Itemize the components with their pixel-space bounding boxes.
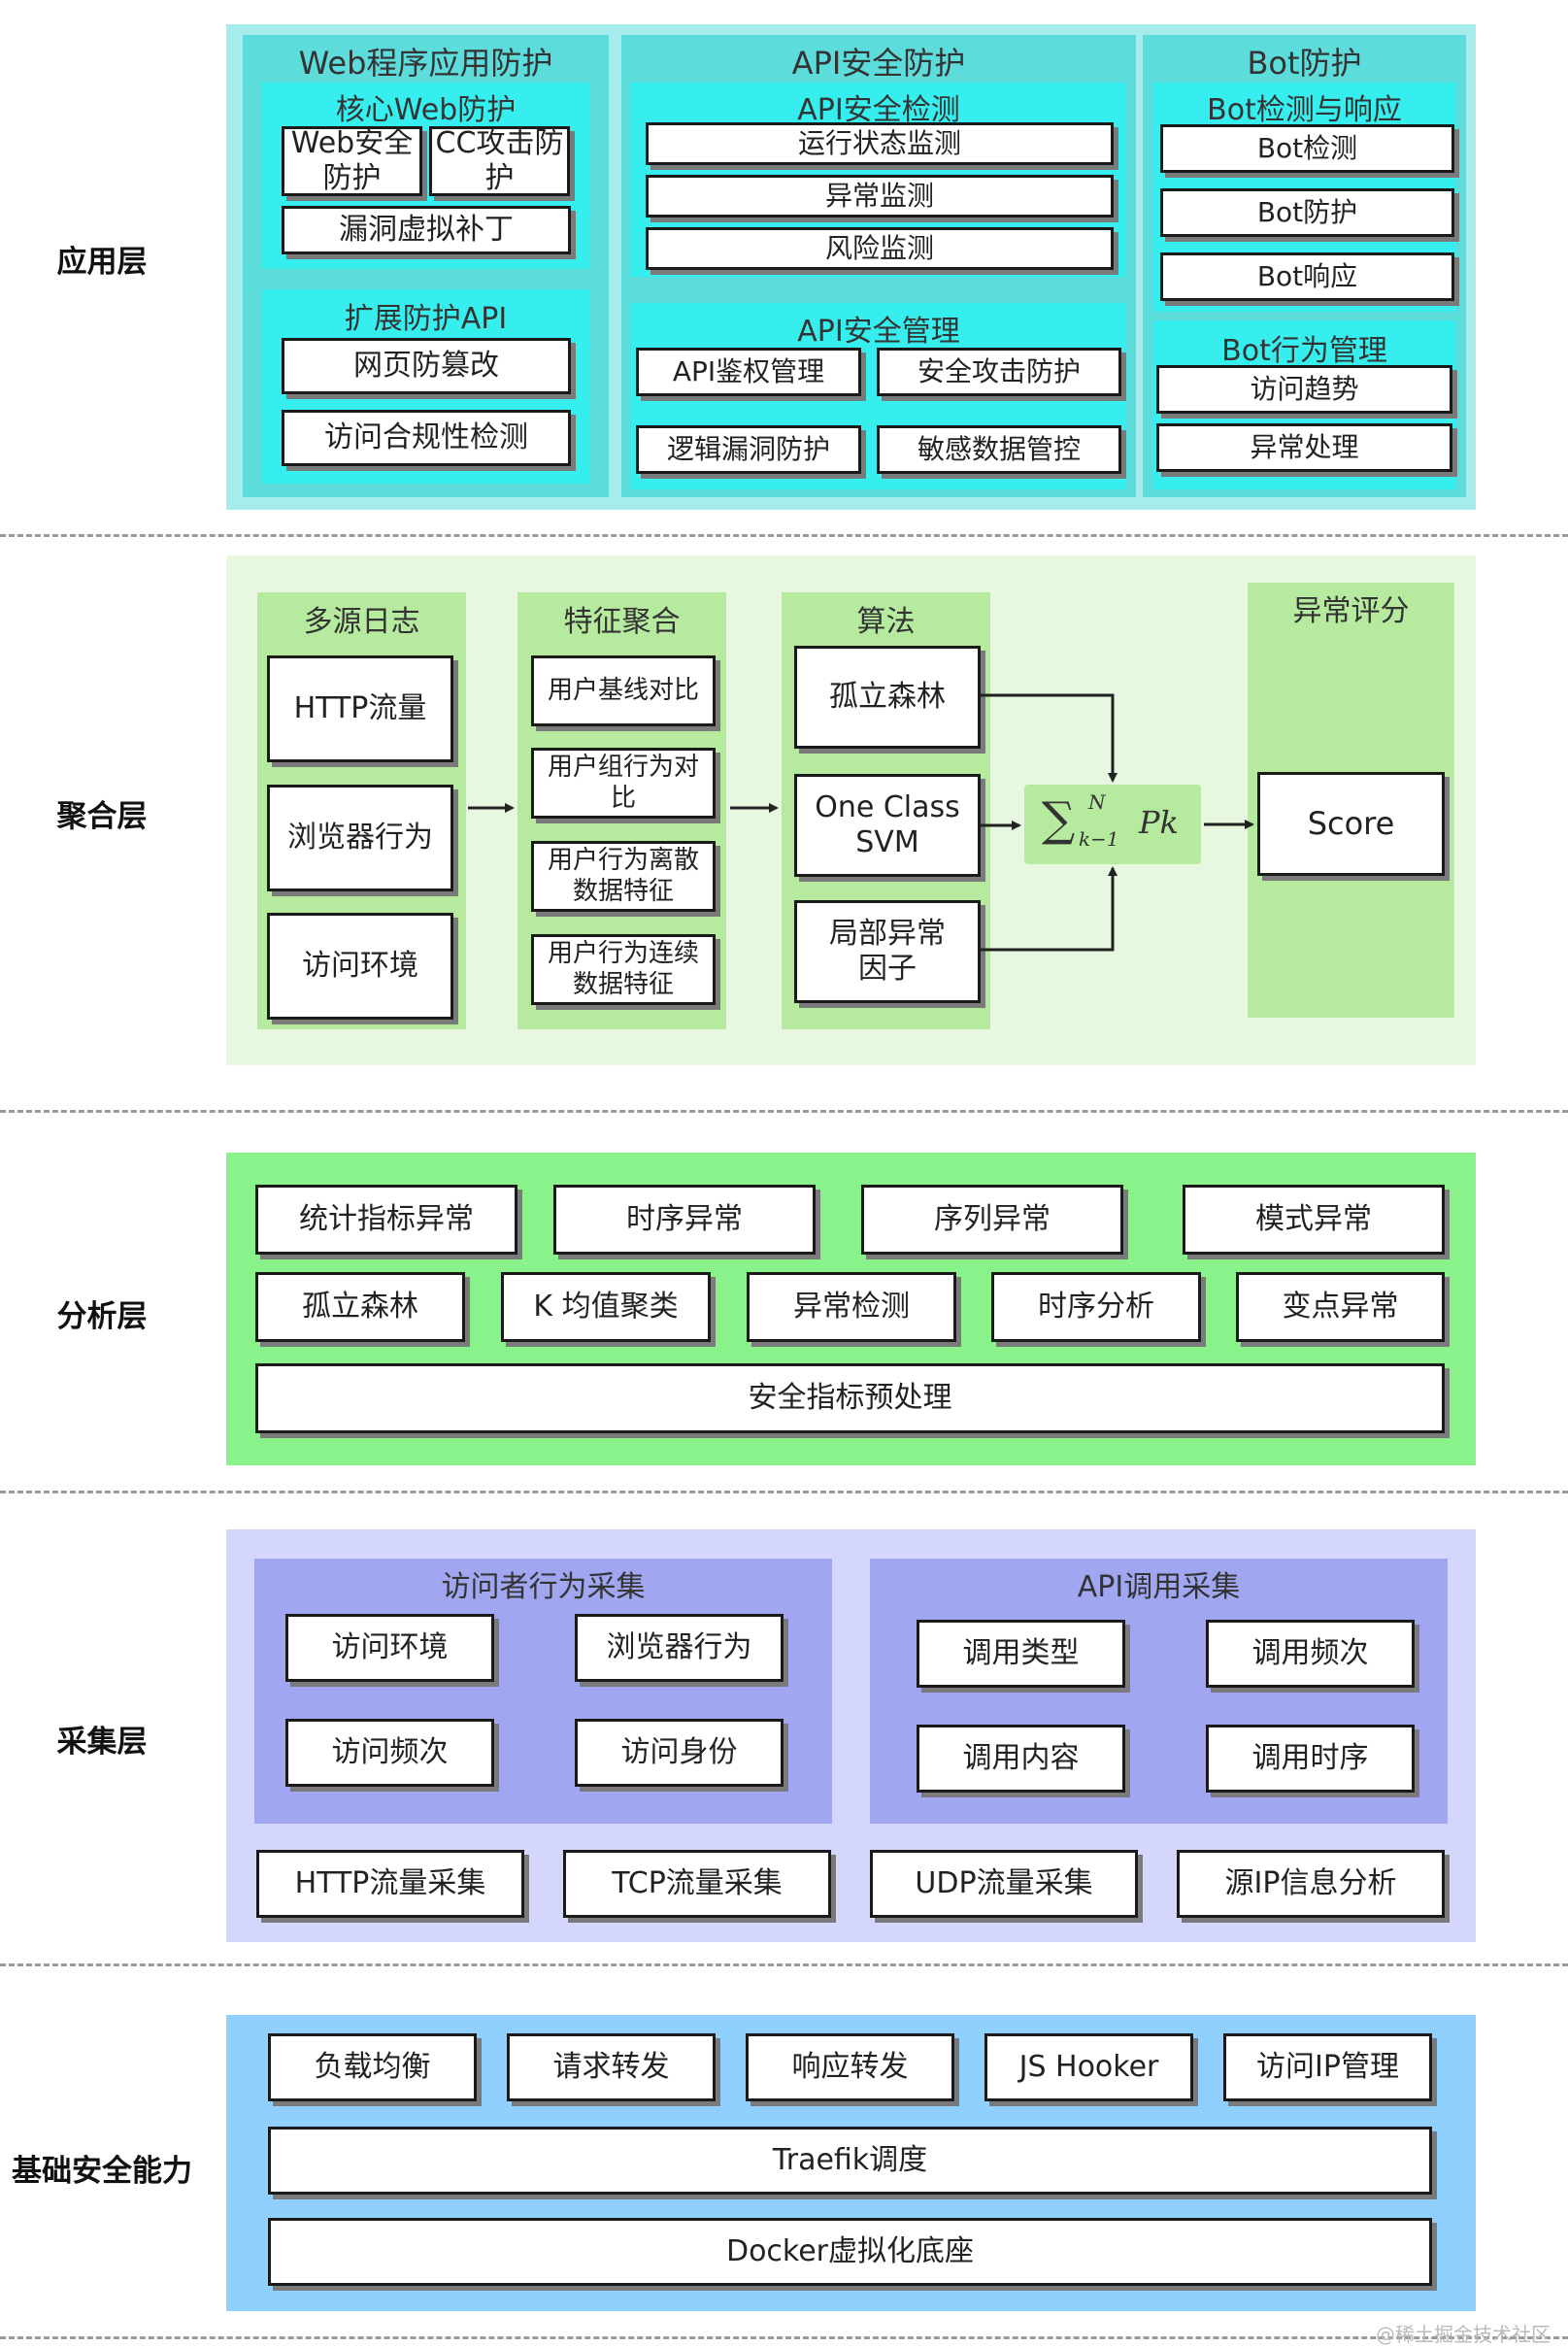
traefik-box: Traefik调度 [268, 2127, 1432, 2195]
timeseries-anomaly-box: 时序异常 [553, 1185, 816, 1255]
bot-protection-title: Bot防护 [1247, 45, 1362, 82]
formula-box: ∑ N k−1 Pk [1024, 785, 1201, 864]
score-box: Score [1257, 772, 1445, 876]
http-collect-box: HTTP流量采集 [256, 1850, 524, 1918]
arrow-iforest-to-formula [981, 693, 1118, 783]
tamper-box: 网页防篡改 [282, 338, 571, 394]
timeseries-analysis-box: 时序分析 [991, 1272, 1201, 1342]
bot-detect-box: Bot检测 [1160, 124, 1454, 173]
api-logic-box: 逻辑漏洞防护 [636, 425, 861, 474]
isolation-forest-box: 孤立森林 [794, 646, 981, 749]
browser-behavior-box: 浏览器行为 [267, 785, 453, 891]
user-baseline-box: 用户基线对比 [531, 655, 716, 726]
tcp-collect-box: TCP流量采集 [563, 1850, 831, 1918]
sum-upper: N [1088, 790, 1106, 814]
bot-detect-title: Bot检测与响应 [1207, 93, 1402, 127]
separator-2 [0, 1110, 1568, 1113]
sum-term: Pk [1139, 804, 1179, 841]
api-protection-title: API安全防护 [791, 45, 966, 82]
visitor-env-box: 访问环境 [285, 1614, 494, 1682]
ext-api-title: 扩展防护API [344, 302, 508, 336]
api-anomaly-monitor-box: 异常监测 [646, 175, 1114, 218]
lof-box: 局部异常因子 [794, 900, 981, 1003]
user-group-box: 用户组行为对比 [531, 748, 716, 819]
vuln-patch-box: 漏洞虚拟补丁 [282, 206, 571, 254]
call-freq-box: 调用频次 [1206, 1620, 1415, 1688]
separator-4 [0, 1963, 1568, 1966]
api-manage-title: API安全管理 [797, 315, 960, 349]
api-risk-monitor-box: 风险监测 [646, 227, 1114, 270]
source-ip-box: 源IP信息分析 [1177, 1850, 1445, 1918]
ip-manage-box: 访问IP管理 [1223, 2033, 1432, 2101]
features-title: 特征聚合 [563, 605, 681, 639]
docker-box: Docker虚拟化底座 [268, 2218, 1432, 2286]
sequence-anomaly-box: 序列异常 [861, 1185, 1123, 1255]
udp-collect-box: UDP流量采集 [870, 1850, 1138, 1918]
sum-symbol: ∑ [1042, 792, 1076, 847]
score-title: 异常评分 [1292, 594, 1410, 628]
user-discrete-box: 用户行为离散数据特征 [531, 841, 716, 912]
isolation-forest-analysis-box: 孤立森林 [255, 1272, 465, 1342]
visitor-identity-box: 访问身份 [575, 1719, 784, 1787]
web-protection-title: Web程序应用防护 [298, 45, 553, 82]
watermark-text: @稀土掘金技术社区 [1376, 2323, 1551, 2346]
visitor-browser-box: 浏览器行为 [575, 1614, 784, 1682]
request-forward-box: 请求转发 [507, 2033, 716, 2101]
preprocess-box: 安全指标预处理 [255, 1363, 1445, 1433]
bot-protect-box: Bot防护 [1160, 188, 1454, 237]
separator-1 [0, 534, 1568, 537]
api-attack-box: 安全攻击防护 [877, 348, 1121, 396]
user-continuous-box: 用户行为连续数据特征 [531, 934, 716, 1005]
call-sequence-box: 调用时序 [1206, 1725, 1415, 1793]
changepoint-box: 变点异常 [1236, 1272, 1445, 1342]
bot-anomaly-box: 异常处理 [1156, 423, 1452, 472]
api-detect-title: API安全检测 [797, 93, 960, 127]
one-class-svm-box: One Class SVM [794, 774, 981, 877]
web-safe-box: Web安全防护 [282, 126, 422, 196]
layer-label-agg: 聚合层 [56, 799, 148, 834]
core-web-title: 核心Web防护 [335, 93, 517, 127]
api-collect-title: API调用采集 [1077, 1570, 1241, 1604]
access-env-box: 访问环境 [267, 913, 453, 1020]
sum-lower: k−1 [1079, 827, 1119, 851]
layer-label-base: 基础安全能力 [12, 2154, 192, 2189]
layer-label-collect: 采集层 [56, 1725, 148, 1760]
visitor-collect-title: 访问者行为采集 [441, 1570, 646, 1604]
api-sensitive-box: 敏感数据管控 [877, 425, 1121, 474]
anomaly-detection-box: 异常检测 [747, 1272, 956, 1342]
cc-box: CC攻击防护 [429, 126, 570, 196]
logs-title: 多源日志 [303, 605, 420, 639]
bot-trend-box: 访问趋势 [1156, 365, 1452, 414]
response-forward-box: 响应转发 [746, 2033, 954, 2101]
call-type-box: 调用类型 [917, 1620, 1125, 1688]
separator-3 [0, 1491, 1568, 1493]
http-traffic-box: HTTP流量 [267, 655, 453, 762]
pattern-anomaly-box: 模式异常 [1183, 1185, 1445, 1255]
call-content-box: 调用内容 [917, 1725, 1125, 1793]
algo-title: 算法 [856, 605, 916, 639]
load-balance-box: 负载均衡 [268, 2033, 477, 2101]
layer-label-analysis: 分析层 [56, 1299, 148, 1334]
visitor-freq-box: 访问频次 [285, 1719, 494, 1787]
api-auth-box: API鉴权管理 [636, 348, 861, 396]
bot-behavior-title: Bot行为管理 [1221, 334, 1387, 368]
api-run-status-box: 运行状态监测 [646, 122, 1114, 165]
bot-response-box: Bot响应 [1160, 252, 1454, 301]
kmeans-box: K 均值聚类 [501, 1272, 711, 1342]
stat-anomaly-box: 统计指标异常 [255, 1185, 517, 1255]
compliance-box: 访问合规性检测 [282, 410, 571, 466]
layer-label-app: 应用层 [56, 245, 148, 280]
separator-5 [0, 2336, 1568, 2339]
arrow-lof-to-formula [981, 866, 1118, 952]
js-hooker-box: JS Hooker [984, 2033, 1193, 2101]
